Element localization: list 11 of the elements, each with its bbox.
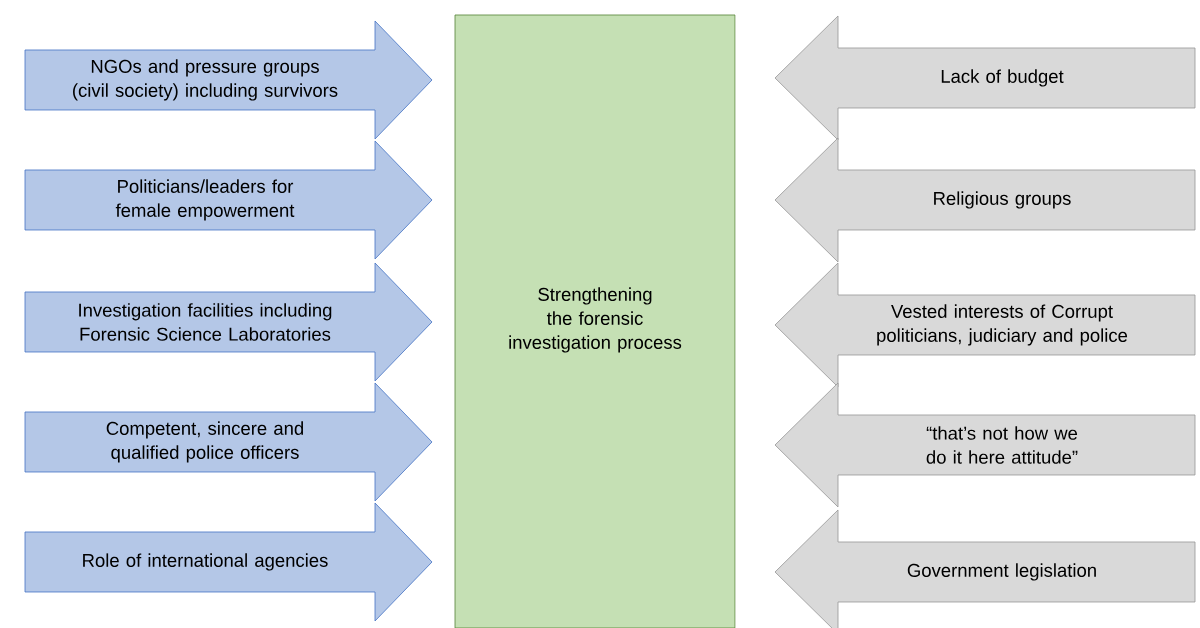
pointer-box: Investigation facilities including Forensic Science Laboratories: [24, 262, 433, 382]
pointer-box: “that’s not how we do it here attitude”: [774, 382, 1196, 508]
pointer-box: Politicians/leaders for female empowerment: [24, 140, 433, 260]
pointer-box: Role of international agencies: [24, 502, 433, 622]
pointer-box: Competent, sincere and qualified police officers: [24, 382, 433, 502]
pointer-box: Vested interests of Corrupt politicians, judiciary and police: [774, 262, 1196, 388]
central-box: Strengthening the forensic investigation process: [454, 14, 736, 628]
pointer-box: Government legislation: [774, 509, 1196, 628]
pointer-box: Religious groups: [774, 137, 1196, 263]
pointer-box: Lack of budget: [774, 15, 1196, 141]
pointer-box: NGOs and pressure groups (civil society) including survivors: [24, 20, 433, 140]
